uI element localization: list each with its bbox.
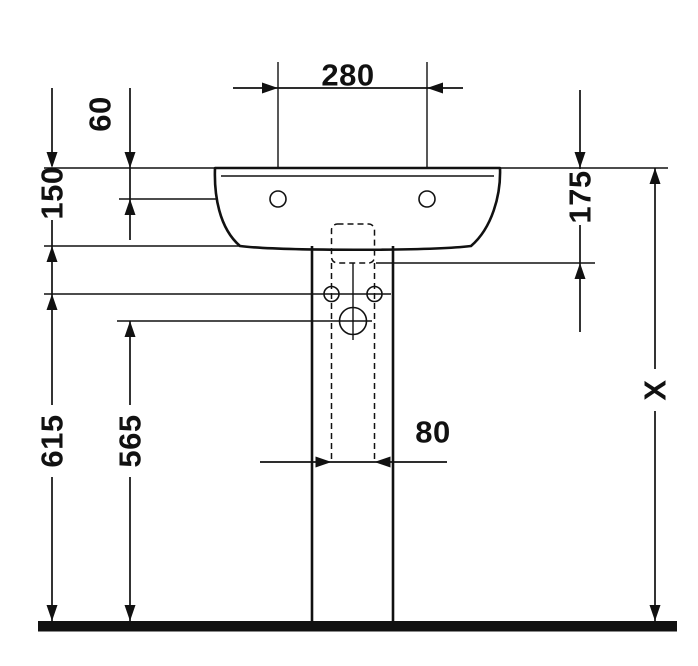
dim-60-arrow-top [124,152,136,168]
dim-280-arrow-right [427,82,443,94]
dim-80-label: 80 [415,415,450,450]
drain-details [323,223,383,462]
dim-175-arrow-top [574,152,586,168]
tap-hole-right [418,190,436,208]
washbasin [213,166,502,252]
dim-615-arrow-top [46,294,58,310]
dim-565-arrow-top [124,321,136,337]
dim-615-label: 615 [35,414,70,467]
floor-line [38,621,677,632]
dim-615-arrow-bottom [46,605,58,621]
dim-80-arrow-right [374,456,391,468]
dim-x-label: X [638,379,673,400]
dim-60-arrow-bottom [124,199,136,215]
dim-565-arrow-bottom [124,605,136,621]
dim-565-label: 565 [113,414,148,467]
dim-60: 60 [83,88,136,240]
dim-x-arrow-top [649,168,661,184]
dim-175: 175 [563,90,598,332]
fixing-hole-right [366,285,383,303]
dim-80-arrow-left [315,456,332,468]
dim-150-arrow-bottom [46,246,58,262]
dim-150-615: 150 615 [35,88,70,621]
dim-x-arrow-bottom [649,605,661,621]
tap-hole-left [269,190,287,208]
siphon-hole [338,306,368,336]
dim-80: 80 [260,415,450,468]
dim-280: 280 [233,58,463,94]
dim-x: X [638,168,673,621]
washbasin-outline [213,166,502,252]
pedestal [310,246,395,621]
dim-150-label: 150 [35,166,70,219]
dim-280-label: 280 [321,58,374,93]
dim-175-arrow-bottom [574,263,586,279]
dim-150-arrow-top [46,152,58,168]
dim-280-arrow-left [262,82,278,94]
dim-60-label: 60 [83,96,118,131]
fixing-hole-left [323,285,340,303]
dim-175-label: 175 [563,170,598,223]
dim-565: 565 [113,321,148,621]
